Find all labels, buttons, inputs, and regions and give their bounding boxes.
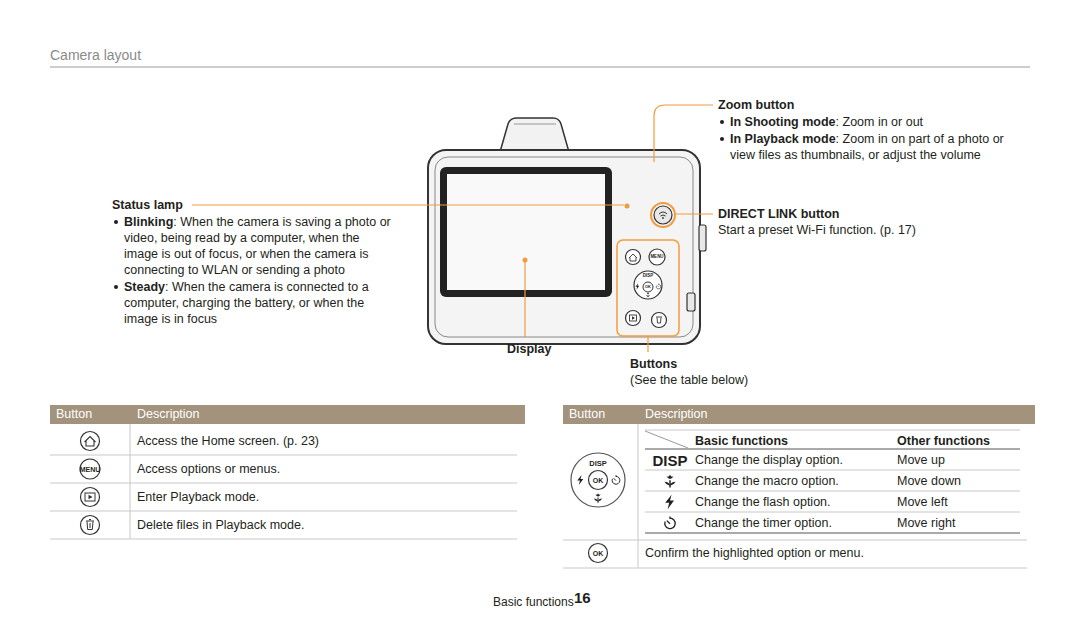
button-icon-text: MENU: [80, 466, 101, 473]
button-icon-text: DISP: [652, 453, 687, 468]
table-cell: Move left: [897, 495, 948, 509]
camera-body: [428, 118, 706, 344]
table-cell: Change the display option.: [695, 453, 843, 467]
callout-text: : Zoom in or out: [836, 115, 924, 129]
table-cell: Move right: [897, 516, 955, 530]
table-cell: Move left: [897, 494, 948, 510]
table-cell: Move down: [897, 473, 961, 489]
table-cell: Change the macro option.: [695, 474, 839, 488]
callout-text: Blinking: [124, 215, 173, 229]
table-cell: Basic functions: [695, 434, 788, 448]
footer-section: Basic functions: [493, 595, 574, 609]
callout-title: Status lamp: [112, 197, 183, 213]
bullet-dot: [720, 120, 724, 124]
callout-text: Steady: When the camera is connected to …: [124, 279, 392, 327]
camera-button-text: MENU: [650, 254, 663, 259]
callout-text: In Shooting mode: Zoom in or out: [730, 114, 1030, 130]
callout-title: Buttons: [630, 356, 677, 372]
table-cell: Move down: [897, 474, 961, 488]
button-icon-text: MENU: [80, 466, 101, 473]
callout-title: Zoom button: [718, 98, 794, 112]
page-heading: Camera layout: [50, 47, 141, 63]
callout-title: Display: [507, 341, 551, 357]
button-icon-text: DISP: [589, 459, 607, 468]
callout-text: Start a preset Wi-Fi function. (p. 17): [718, 223, 916, 237]
callout-text: (See the table below): [630, 373, 748, 387]
table-cell: Confirm the highlighted option or menu.: [645, 546, 864, 560]
button-icon-text: DISP: [589, 460, 607, 468]
header-text: Description: [639, 405, 1035, 424]
table-cell: Delete files in Playback mode.: [137, 517, 304, 533]
footer-section: Basic functions: [493, 594, 574, 610]
camera-button-text: OK: [645, 285, 651, 289]
camera-button-text: DISP: [643, 274, 654, 279]
table-cell: Other functions: [897, 434, 990, 448]
table-cell: Confirm the highlighted option or menu.: [645, 545, 864, 561]
callout-text: In Shooting mode: [730, 115, 836, 129]
callout-text: (See the table below): [630, 372, 748, 388]
button-icon-text: OK: [593, 477, 604, 484]
camera-button-text: DISP: [643, 273, 654, 278]
camera-button-text: MENU: [650, 255, 663, 260]
bullet-dot: [720, 137, 724, 141]
callout-title: Zoom button: [718, 97, 794, 113]
table-cell: Access options or menus.: [137, 461, 280, 477]
table-header-band: Button: [563, 405, 645, 424]
table-cell: Change the macro option.: [695, 473, 839, 489]
table-cell: Delete files in Playback mode.: [137, 518, 304, 532]
table-cell: Access the Home screen. (p. 23): [137, 434, 319, 448]
table-cell: Access the Home screen. (p. 23): [137, 433, 319, 449]
button-icon-text: OK: [593, 550, 604, 557]
button-icon-text: OK: [593, 477, 604, 484]
camera-button-text: OK: [645, 284, 651, 289]
table-header-band: Description: [131, 405, 525, 424]
right-table-grid: [563, 424, 1027, 568]
callout-text: In Playback mode: [730, 132, 836, 146]
header-text: Description: [131, 405, 525, 424]
page-number: 16: [574, 590, 591, 606]
bullet-dot: [114, 220, 118, 224]
table-header-band: Description: [639, 405, 1035, 424]
left-table-grid: [50, 424, 517, 539]
callout-text: Blinking: When the camera is saving a ph…: [124, 214, 392, 278]
table-cell: Change the flash option.: [695, 495, 831, 509]
table-cell: Change the timer option.: [695, 515, 832, 531]
callout-title: DIRECT LINK button: [718, 207, 840, 221]
callout-title: Status lamp: [112, 198, 183, 212]
table-cell: Enter Playback mode.: [137, 490, 259, 504]
page-number: 16: [574, 589, 591, 606]
table-header-band: Button: [50, 405, 137, 424]
callout-title: DIRECT LINK button: [718, 206, 840, 222]
table-cell: Other functions: [897, 433, 990, 449]
callout-title: Buttons: [630, 357, 677, 371]
callout-text: In Playback mode: Zoom in on part of a p…: [730, 131, 1030, 163]
table-cell: Move right: [897, 515, 955, 531]
table-cell: Access options or menus.: [137, 462, 280, 476]
button-icon-text: OK: [593, 550, 604, 557]
table-cell: Move up: [897, 452, 945, 468]
callout-text: Start a preset Wi-Fi function. (p. 17): [718, 222, 916, 238]
table-cell: Enter Playback mode.: [137, 489, 259, 505]
table-cell: Move up: [897, 453, 945, 467]
callout-title: Display: [507, 342, 551, 356]
table-cell: Change the timer option.: [695, 516, 832, 530]
callout-text: Steady: [124, 280, 165, 294]
button-icon-text: DISP: [652, 452, 687, 469]
bullet-dot: [114, 285, 118, 289]
table-cell: Change the flash option.: [695, 494, 831, 510]
table-cell: Change the display option.: [695, 452, 843, 468]
table-cell: Basic functions: [695, 433, 788, 449]
button-icons: [80, 432, 100, 535]
header-text: Button: [563, 405, 645, 424]
header-text: Button: [50, 405, 137, 424]
